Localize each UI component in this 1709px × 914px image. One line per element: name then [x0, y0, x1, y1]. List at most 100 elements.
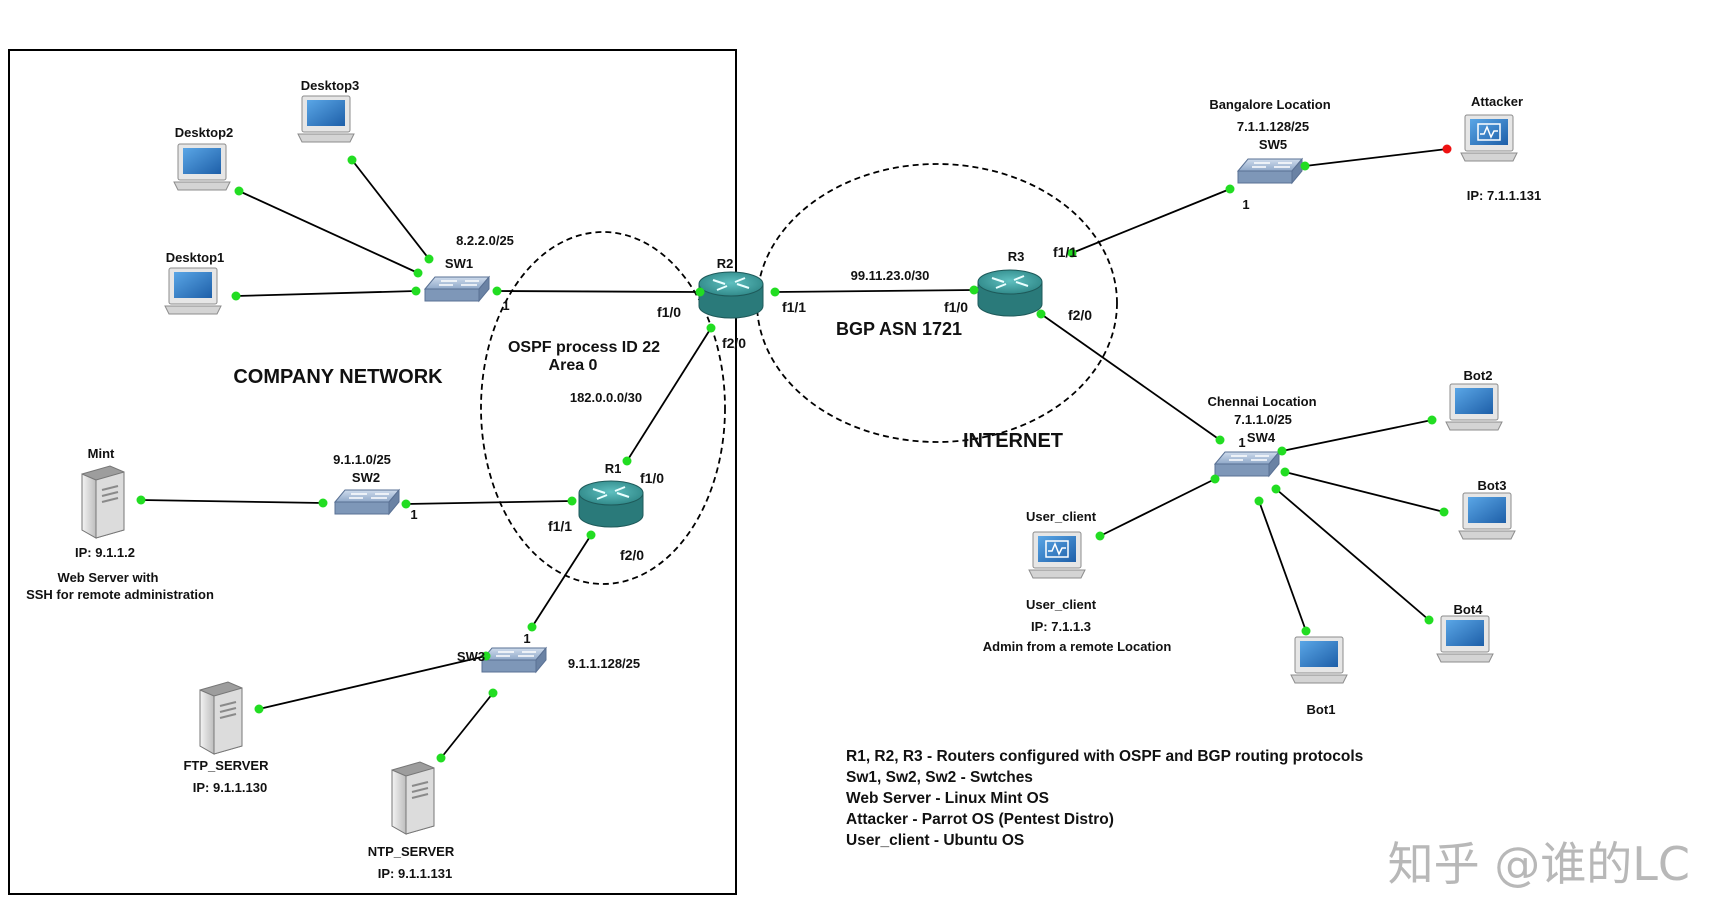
link-up-dot — [1277, 446, 1287, 456]
legend-line: Web Server - Linux Mint OS — [846, 790, 1049, 807]
r2-router-icon[interactable] — [698, 271, 764, 319]
mint-server-icon[interactable] — [81, 465, 125, 539]
subnet-sw1-label: 8.2.2.0/25 — [456, 233, 514, 248]
sw3-icon[interactable] — [481, 647, 547, 673]
link-up-dot — [234, 186, 244, 196]
company-network-boundary — [8, 49, 737, 895]
r2-f2-0-label: f2/0 — [722, 335, 746, 351]
bangalore-location-label: Bangalore Location — [1209, 97, 1330, 112]
legend: R1, R2, R3 - Routers configured with OSP… — [846, 748, 1363, 849]
bot2-label: Bot2 — [1464, 368, 1493, 383]
user-client-icon[interactable] — [1028, 531, 1086, 579]
link-down-dot — [1442, 144, 1452, 154]
link-sw4-bot3 — [1284, 471, 1445, 513]
link-sw3-ntp — [440, 692, 494, 759]
ospf-area-boundary — [480, 231, 726, 585]
desktop3-label: Desktop3 — [301, 78, 360, 93]
r1-f2-0-label: f2/0 — [620, 547, 644, 563]
desktop1-icon[interactable] — [164, 267, 222, 315]
link-mint-sw2 — [140, 499, 324, 504]
internet-label: INTERNET — [963, 430, 1063, 452]
bot3-label: Bot3 — [1478, 478, 1507, 493]
link-sw1-r2 — [496, 290, 701, 293]
bot1-icon[interactable] — [1290, 636, 1348, 684]
mint-ip-label: IP: 9.1.1.2 — [75, 545, 135, 560]
r3-router-icon[interactable] — [977, 269, 1043, 317]
sw1-label: SW1 — [445, 256, 473, 271]
company-network-label: COMPANY NETWORK — [233, 366, 443, 388]
sw2-icon[interactable] — [334, 489, 400, 515]
link-r3-sw4 — [1040, 313, 1221, 441]
link-up-dot — [1254, 496, 1264, 506]
link-sw4-userclient — [1099, 478, 1216, 537]
link-r3-sw5 — [1071, 188, 1231, 254]
bgp-asn-label: BGP ASN 1721 — [836, 319, 962, 339]
sw1-icon[interactable] — [424, 276, 490, 302]
mint-description-line2: SSH for remote administration — [26, 587, 214, 602]
link-desktop1-sw1 — [235, 290, 417, 297]
bot3-icon[interactable] — [1458, 492, 1516, 540]
link-sw4-bot2 — [1281, 419, 1433, 452]
link-up-dot — [492, 286, 502, 296]
link-up-dot — [770, 287, 780, 297]
sw2-port-label: 1 — [410, 507, 417, 522]
link-sw3-ftp — [258, 655, 487, 710]
attacker-icon[interactable] — [1460, 114, 1518, 162]
bot2-icon[interactable] — [1445, 383, 1503, 431]
chennai-location-label: Chennai Location — [1207, 394, 1316, 409]
link-up-dot — [1225, 184, 1235, 194]
desktop2-icon[interactable] — [173, 143, 231, 191]
chennai-subnet-label: 7.1.1.0/25 — [1234, 412, 1292, 427]
sw5-icon[interactable] — [1237, 158, 1303, 184]
desktop2-label: Desktop2 — [175, 125, 234, 140]
subnet-sw2-label: 9.1.1.0/25 — [333, 452, 391, 467]
ntp-ip-label: IP: 9.1.1.131 — [378, 866, 452, 881]
link-up-dot — [136, 495, 146, 505]
r3-f2-0-label: f2/0 — [1068, 307, 1092, 323]
legend-line: Sw1, Sw2, Sw2 - Swtches — [846, 769, 1033, 786]
ntp-server-icon[interactable] — [391, 761, 435, 835]
r3-f1-0-label: f1/0 — [944, 299, 968, 315]
user-client-bottom-label: User_client — [1026, 597, 1097, 612]
ospf-process-label: OSPF process ID 22 — [508, 339, 660, 356]
link-up-dot — [567, 496, 577, 506]
link-up-dot — [436, 753, 446, 763]
legend-line: User_client - Ubuntu OS — [846, 832, 1024, 849]
link-desktop3-sw1 — [351, 159, 430, 260]
attacker-label: Attacker — [1471, 94, 1523, 109]
link-up-dot — [347, 155, 357, 165]
r3-label: R3 — [1008, 249, 1025, 264]
legend-line: R1, R2, R3 - Routers configured with OSP… — [846, 748, 1363, 765]
link-up-dot — [254, 704, 264, 714]
link-up-dot — [1439, 507, 1449, 517]
desktop3-icon[interactable] — [297, 95, 355, 143]
desktop1-label: Desktop1 — [166, 250, 225, 265]
link-up-dot — [1427, 415, 1437, 425]
link-up-dot — [695, 287, 705, 297]
ftp-server-label: FTP_SERVER — [183, 758, 269, 773]
sw3-port-label: 1 — [523, 631, 530, 646]
link-up-dot — [1095, 531, 1105, 541]
ospf-area-label: Area 0 — [549, 357, 598, 374]
sw4-icon[interactable] — [1214, 451, 1280, 477]
r2-f1-1-label: f1/1 — [782, 299, 806, 315]
link-up-dot — [1036, 309, 1046, 319]
r1-f1-1-label: f1/1 — [548, 518, 572, 534]
sw3-label: SW3 — [457, 649, 485, 664]
user-client-description: Admin from a remote Location — [983, 639, 1172, 654]
link-up-dot — [586, 530, 596, 540]
r1-f1-0-label: f1/0 — [640, 470, 664, 486]
legend-line: Attacker - Parrot OS (Pentest Distro) — [846, 811, 1114, 828]
link-up-dot — [488, 688, 498, 698]
subnet-sw3-label: 9.1.1.128/25 — [568, 656, 640, 671]
bot4-icon[interactable] — [1436, 615, 1494, 663]
link-up-dot — [1424, 615, 1434, 625]
r1-router-icon[interactable] — [578, 480, 644, 528]
link-sw4-bot1 — [1258, 500, 1307, 632]
sw1-port-label: 1 — [502, 298, 509, 313]
r2-f1-0-label: f1/0 — [657, 304, 681, 320]
sw2-label: SW2 — [352, 470, 380, 485]
ftp-server-icon[interactable] — [199, 681, 243, 755]
sw5-port-label: 1 — [1242, 197, 1249, 212]
